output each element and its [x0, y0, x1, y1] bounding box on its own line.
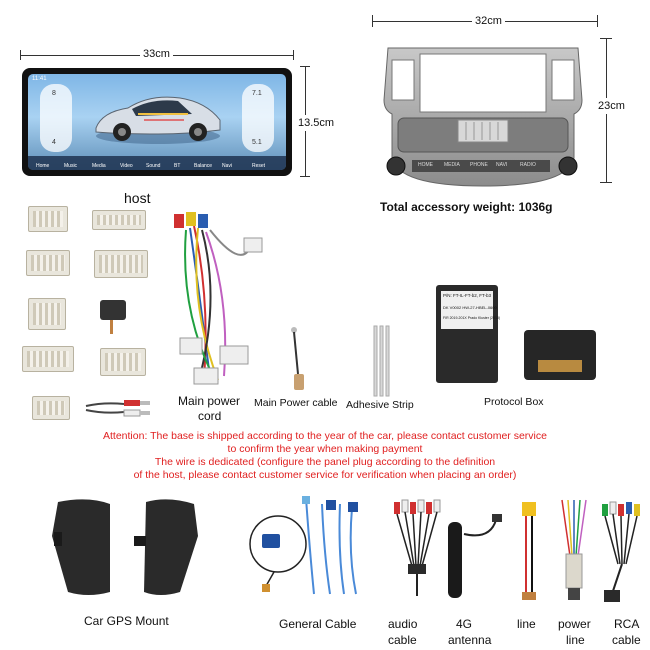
frame-height-label: 23cm	[598, 98, 625, 114]
dock-item: Navi	[222, 163, 233, 169]
4g-antenna-label-2: antenna	[448, 633, 492, 647]
right-gauge: 7.1 5.1	[242, 84, 274, 152]
connector	[26, 250, 70, 276]
general-cable-label: General Cable	[279, 617, 357, 631]
dock-item: Reset	[252, 163, 266, 169]
general-cable-image	[249, 496, 358, 595]
main-power-cord-label-1: Main power	[178, 394, 241, 408]
screen-width-label: 33cm	[140, 48, 173, 60]
protocol-box-text: DK V0002 HW-27-HBEL-0600	[443, 305, 497, 310]
connector-wire	[110, 320, 113, 334]
rca-cable-image	[602, 501, 640, 602]
dock-item: BT	[174, 163, 181, 169]
left-gauge-bottom: 4	[52, 139, 56, 146]
rca-cable-label-1: RCA	[614, 617, 640, 631]
total-weight-text: Total accessory weight: 1036g	[380, 200, 553, 214]
protocol-box-text: P/N: FT-IL-FT-b2, FT-b3	[443, 293, 492, 298]
left-gauge-top: 8	[52, 90, 56, 97]
main-power-cord-label-2: cord	[198, 409, 222, 423]
host-label: host	[124, 190, 151, 206]
screen-height-label: 13.5cm	[298, 115, 335, 131]
connector	[32, 396, 70, 420]
line-label: line	[517, 617, 536, 631]
adhesive-strip-image	[373, 325, 390, 397]
protocol-box-label: Protocol Box	[484, 396, 544, 408]
connector-black	[100, 300, 126, 320]
frame-button: NAVI	[496, 162, 508, 168]
dock-item: Music	[64, 163, 78, 169]
power-line-image	[561, 499, 587, 600]
connector	[100, 348, 146, 376]
frame-width-label: 32cm	[472, 15, 505, 27]
connector	[22, 346, 74, 372]
main-power-cord-image	[174, 212, 263, 385]
dock-item: Video	[120, 163, 133, 169]
connector	[28, 206, 68, 232]
attention-line: Attention: The base is shipped according…	[103, 430, 547, 442]
protocol-box-case	[524, 330, 596, 380]
car-illustration	[95, 96, 221, 144]
audio-cable-label-2: cable	[388, 633, 417, 647]
main-power-cable-label: Main Power cable	[254, 397, 338, 409]
frame-button: PHONE	[470, 162, 488, 168]
main-power-cable-image	[291, 327, 304, 390]
dock-item: Sound	[146, 163, 161, 169]
power-line-label-1: power	[558, 617, 591, 631]
rca-plugs	[85, 400, 150, 417]
gps-mount-label: Car GPS Mount	[84, 614, 169, 628]
left-gauge: 8 4	[40, 84, 72, 152]
attention-line: of the host, please contact customer ser…	[133, 469, 517, 481]
audio-cable-label-1: audio	[388, 617, 418, 631]
protocol-box-text: FIR 2019-201X Prado Kluster (2013)	[443, 316, 501, 320]
power-line-label-2: line	[566, 633, 585, 647]
dock-item: Balance	[194, 163, 213, 169]
head-unit-screen: 11:41 8 4 7.1 5.1 Home Music Media Video…	[22, 68, 292, 176]
4g-antenna-label-1: 4G	[456, 617, 473, 631]
frame-button: MEDIA	[444, 162, 460, 168]
attention-line: to confirm the year when making payment	[227, 443, 423, 455]
protocol-box-module: P/N: FT-IL-FT-b2, FT-b3 DK V0002 HW-27-H…	[436, 285, 501, 383]
4g-antenna-image	[448, 514, 502, 598]
screen-dock: Home Music Media Video Sound BT Balance …	[28, 156, 286, 170]
adhesive-strip-label: Adhesive Strip	[346, 399, 414, 411]
line-image	[522, 502, 536, 600]
dock-item: Media	[92, 163, 106, 169]
dash-frame	[383, 47, 583, 187]
connector	[94, 250, 148, 278]
connector	[28, 298, 66, 330]
rca-cable-label-2: cable	[612, 633, 641, 647]
screen-clock: 11:41	[32, 76, 47, 82]
right-gauge-bottom: 5.1	[252, 139, 262, 146]
frame-button: RADIO	[520, 162, 536, 168]
frame-button: HOME	[418, 162, 433, 168]
connector	[92, 210, 146, 230]
audio-cable-image	[394, 499, 441, 596]
gps-mount-image	[52, 499, 198, 595]
right-gauge-top: 7.1	[252, 90, 262, 97]
attention-line: The wire is dedicated (configure the pan…	[154, 456, 496, 468]
dock-item: Home	[36, 163, 50, 169]
